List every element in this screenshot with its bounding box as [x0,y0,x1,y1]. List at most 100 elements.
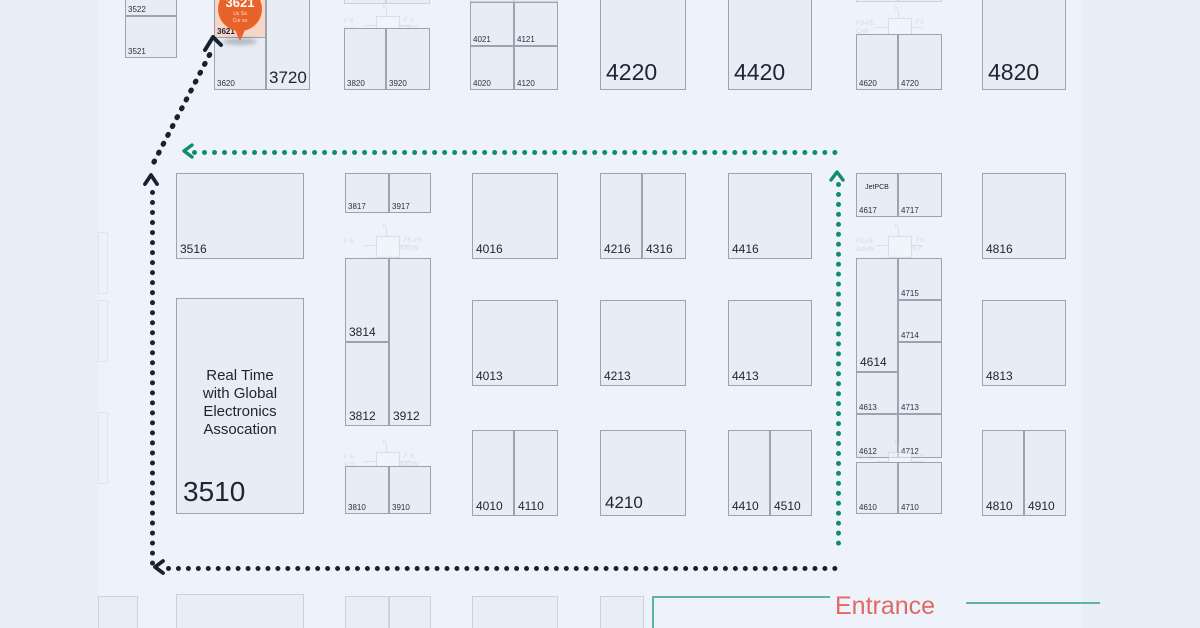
map-pin-shadow [223,38,257,45]
booth-label: 4010 [476,499,503,513]
booth-4122[interactable]: 4122 [514,0,558,2]
booth-label: 3620 [217,79,235,88]
booth-3510-sponsor[interactable]: Real Time with Global Electronics Assoca… [176,298,304,514]
booth-4813[interactable]: 4813 [982,300,1066,386]
booth-4120[interactable]: 4120 [514,46,558,90]
booth-4220[interactable]: 4220 [600,0,686,90]
utility-cw-right: A/G/W [400,246,419,252]
booth-4713[interactable]: 4713 [898,342,942,414]
pin-booth-number: 3621 [225,0,255,10]
booth-4416[interactable]: 4416 [728,173,812,259]
booth-label: 4714 [901,331,919,340]
booth-label: 3910 [392,503,410,512]
booth-label: 3822 [347,0,365,2]
booth-4610[interactable]: 4610 [856,462,898,514]
booth-bottom-partial-5[interactable] [472,596,558,628]
booth-3814[interactable]: 3814 [345,258,389,342]
booth-3910[interactable]: 3910 [389,466,431,514]
booth-label: 4220 [606,59,658,85]
booth-4022[interactable]: 4022 [470,0,514,2]
utility-tick-top [386,444,387,452]
booth-label: 4110 [518,499,544,513]
booth-4316[interactable]: 4316 [642,173,686,259]
booth-4722[interactable]: 4722 [898,0,942,2]
booth-4910[interactable]: 4910 [1024,430,1066,516]
booth-4216[interactable]: 4216 [600,173,642,259]
booth-4816[interactable]: 4816 [982,173,1066,259]
booth-4612[interactable]: 4612 [856,414,898,458]
booth-label: 3820 [347,79,365,88]
booth-bottom-partial-3[interactable] [345,596,389,628]
booth-4617[interactable]: 4617 JetPCB [856,173,898,217]
booth-4016[interactable]: 4016 [472,173,558,259]
booth-label: 3912 [393,409,420,423]
route-dark-vertical [150,190,155,566]
booth-3812[interactable]: 3812 [345,342,389,426]
booth-4614[interactable]: 4614 [856,258,898,372]
booth-4712[interactable]: 4712 [898,414,942,458]
booth-label: 3817 [348,202,366,211]
booth-4717[interactable]: 4717 [898,173,942,217]
booth-4013[interactable]: 4013 [472,300,558,386]
booth-bottom-partial-4[interactable] [389,596,431,628]
booth-3817[interactable]: 3817 [345,173,389,213]
booth-4010[interactable]: 4010 [472,430,514,516]
booth-4410[interactable]: 4410 [728,430,770,516]
booth-label: 3521 [128,47,146,56]
booth-4820[interactable]: 4820 [982,0,1066,90]
booth-bottom-partial-6[interactable] [600,596,644,628]
booth-4021[interactable]: 4021 [470,2,514,46]
booth-4613[interactable]: 4613 [856,372,898,414]
booth-label: 4613 [859,403,877,412]
utility-tick-right [398,245,411,246]
booth-4715[interactable]: 4715 [898,258,942,300]
booth-4622[interactable]: 4622 [856,0,898,2]
booth-4714[interactable]: 4714 [898,300,942,342]
booth-bottom-partial-2[interactable] [176,594,304,628]
booth-4121[interactable]: 4121 [514,2,558,46]
booth-4110[interactable]: 4110 [514,430,558,516]
booth-label: 4013 [476,369,503,383]
booth-3810[interactable]: 3810 [345,466,389,514]
route-dark-diagonal [151,47,215,165]
booth-3920[interactable]: 3920 [386,28,430,90]
booth-4210[interactable]: 4210 [600,430,686,516]
booth-4020[interactable]: 4020 [470,46,514,90]
booth-3522[interactable]: 3522 [125,0,177,16]
booth-label: 4712 [901,447,919,456]
map-pin-3621[interactable]: 3621 Us Sa Cor so [218,0,262,43]
booth-4620[interactable]: 4620 [856,34,898,90]
utility-fs-left: F S [344,455,354,461]
utility-fs-right: FS [916,20,925,26]
booth-label: 3522 [128,5,146,14]
left-rail-structure-1 [98,232,108,294]
booth-3912[interactable]: 3912 [389,258,431,426]
sponsor-name-line3: Electronics [203,403,277,420]
booth-label: 4316 [646,242,673,256]
booth-label: 4713 [901,403,919,412]
booth-label: 4510 [774,499,801,513]
booth-4510[interactable]: 4510 [770,430,812,516]
sponsor-name-line2: with Global [202,385,278,402]
booth-bottom-partial-1[interactable] [98,596,138,628]
booth-4810[interactable]: 4810 [982,430,1024,516]
utility-box-icon [888,236,912,258]
booth-label: 4020 [473,79,491,88]
pin-sub-line1: Us Sa [233,11,247,17]
booth-4420[interactable]: 4420 [728,0,812,90]
booth-3822[interactable]: 3822 [344,0,386,4]
booth-3820[interactable]: 3820 [344,28,386,90]
booth-4213[interactable]: 4213 [600,300,686,386]
booth-3521[interactable]: 3521 [125,16,177,58]
booth-4413[interactable]: 4413 [728,300,812,386]
utility-fs-left: FS-FE [856,21,875,27]
booth-3917[interactable]: 3917 [389,173,431,213]
booth-3516[interactable]: 3516 [176,173,304,259]
booth-label: 4410 [732,499,759,513]
booth-4720[interactable]: 4720 [898,34,942,90]
booth-4710[interactable]: 4710 [898,462,942,514]
utility-tick-left [364,245,376,246]
booth-3922[interactable]: 3922 [386,0,430,4]
booth-3720[interactable]: 3720 [266,0,310,90]
